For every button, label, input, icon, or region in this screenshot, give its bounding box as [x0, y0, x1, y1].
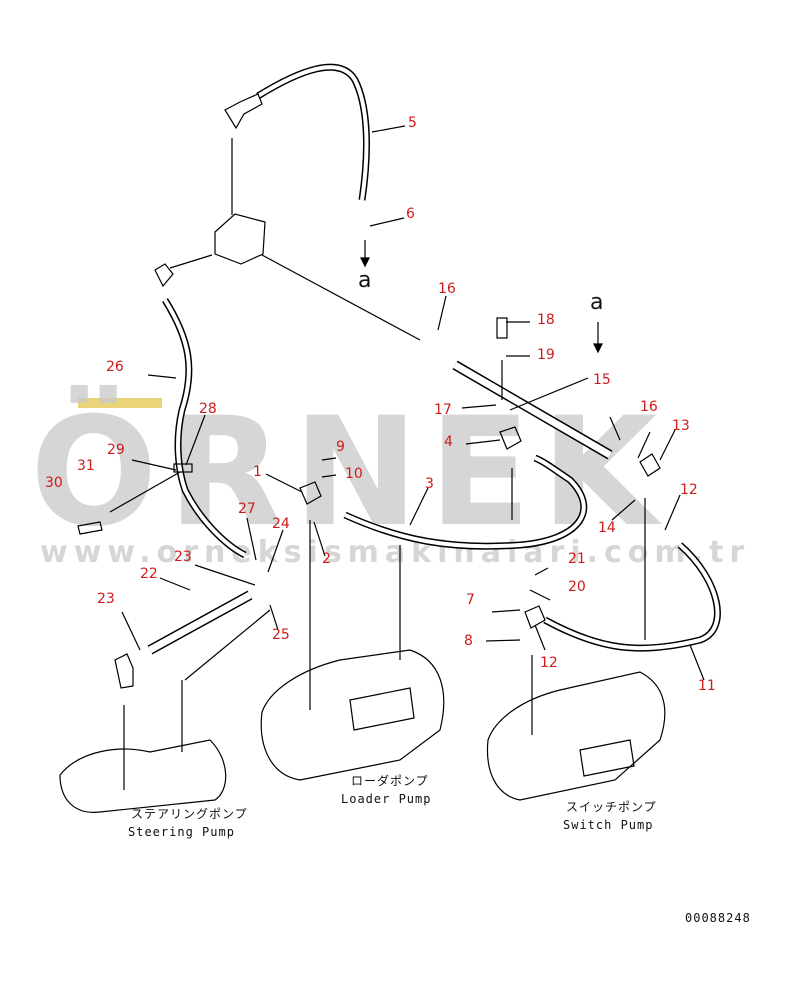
switch-pump — [486, 671, 666, 801]
callout-31: 31 — [77, 458, 95, 474]
elbow-13 — [639, 453, 661, 477]
callout-12-left: 12 — [540, 655, 558, 671]
bolt-18 — [496, 317, 508, 339]
callout-30: 30 — [45, 475, 63, 491]
elbow-steering — [114, 653, 134, 689]
tee-4 — [499, 426, 522, 450]
clamp — [173, 463, 193, 473]
steering-pump — [59, 739, 227, 813]
bolt-30 — [77, 521, 103, 535]
callout-9: 9 — [336, 439, 345, 455]
callout-14: 14 — [598, 520, 616, 536]
callout-7: 7 — [466, 592, 475, 608]
callout-18: 18 — [537, 312, 555, 328]
loader-pump — [260, 649, 445, 781]
callout-23-upper: 23 — [174, 549, 192, 565]
callout-22: 22 — [140, 566, 158, 582]
callout-6: 6 — [406, 206, 415, 222]
watermark-dash — [78, 398, 162, 408]
steering-pump-jp: ステアリングポンプ — [131, 807, 248, 821]
callout-16-upper: 16 — [438, 281, 456, 297]
switch-pump-en: Switch Pump — [563, 818, 654, 832]
callout-12-right: 12 — [680, 482, 698, 498]
callout-23-lower: 23 — [97, 591, 115, 607]
callout-15: 15 — [593, 372, 611, 388]
callout-28: 28 — [199, 401, 217, 417]
callout-8: 8 — [464, 633, 473, 649]
callout-17: 17 — [434, 402, 452, 418]
watermark-url: www.orneksismakinalari.com.tr — [40, 535, 751, 570]
switch-pump-jp: スイッチポンプ — [566, 800, 657, 814]
callout-26: 26 — [106, 359, 124, 375]
callout-4: 4 — [444, 434, 453, 450]
callout-21: 21 — [568, 551, 586, 567]
callout-19: 19 — [537, 347, 555, 363]
elbow-left — [154, 263, 174, 288]
steering-pump-en: Steering Pump — [128, 825, 235, 839]
block-valve — [214, 213, 266, 265]
callout-10: 10 — [345, 466, 363, 482]
callout-3: 3 — [425, 476, 434, 492]
tee-7 — [524, 605, 546, 629]
callout-11: 11 — [698, 678, 716, 694]
callout-2: 2 — [322, 551, 331, 567]
callout-5: 5 — [408, 115, 417, 131]
tee-1 — [299, 481, 322, 505]
callout-13: 13 — [672, 418, 690, 434]
callout-29: 29 — [107, 442, 125, 458]
callout-25: 25 — [272, 627, 290, 643]
callout-1: 1 — [253, 464, 262, 480]
elbow-top — [224, 93, 263, 130]
callout-16-lower: 16 — [640, 399, 658, 415]
loader-pump-jp: ローダポンプ — [351, 774, 429, 788]
callout-20: 20 — [568, 579, 586, 595]
arrow-a-right: a — [590, 290, 604, 315]
drawing-number: 00088248 — [685, 911, 751, 925]
callout-27: 27 — [238, 501, 256, 517]
arrow-a-left: a — [358, 268, 372, 293]
pipe-3 — [343, 454, 588, 550]
callout-24: 24 — [272, 516, 290, 532]
loader-pump-en: Loader Pump — [341, 792, 432, 806]
